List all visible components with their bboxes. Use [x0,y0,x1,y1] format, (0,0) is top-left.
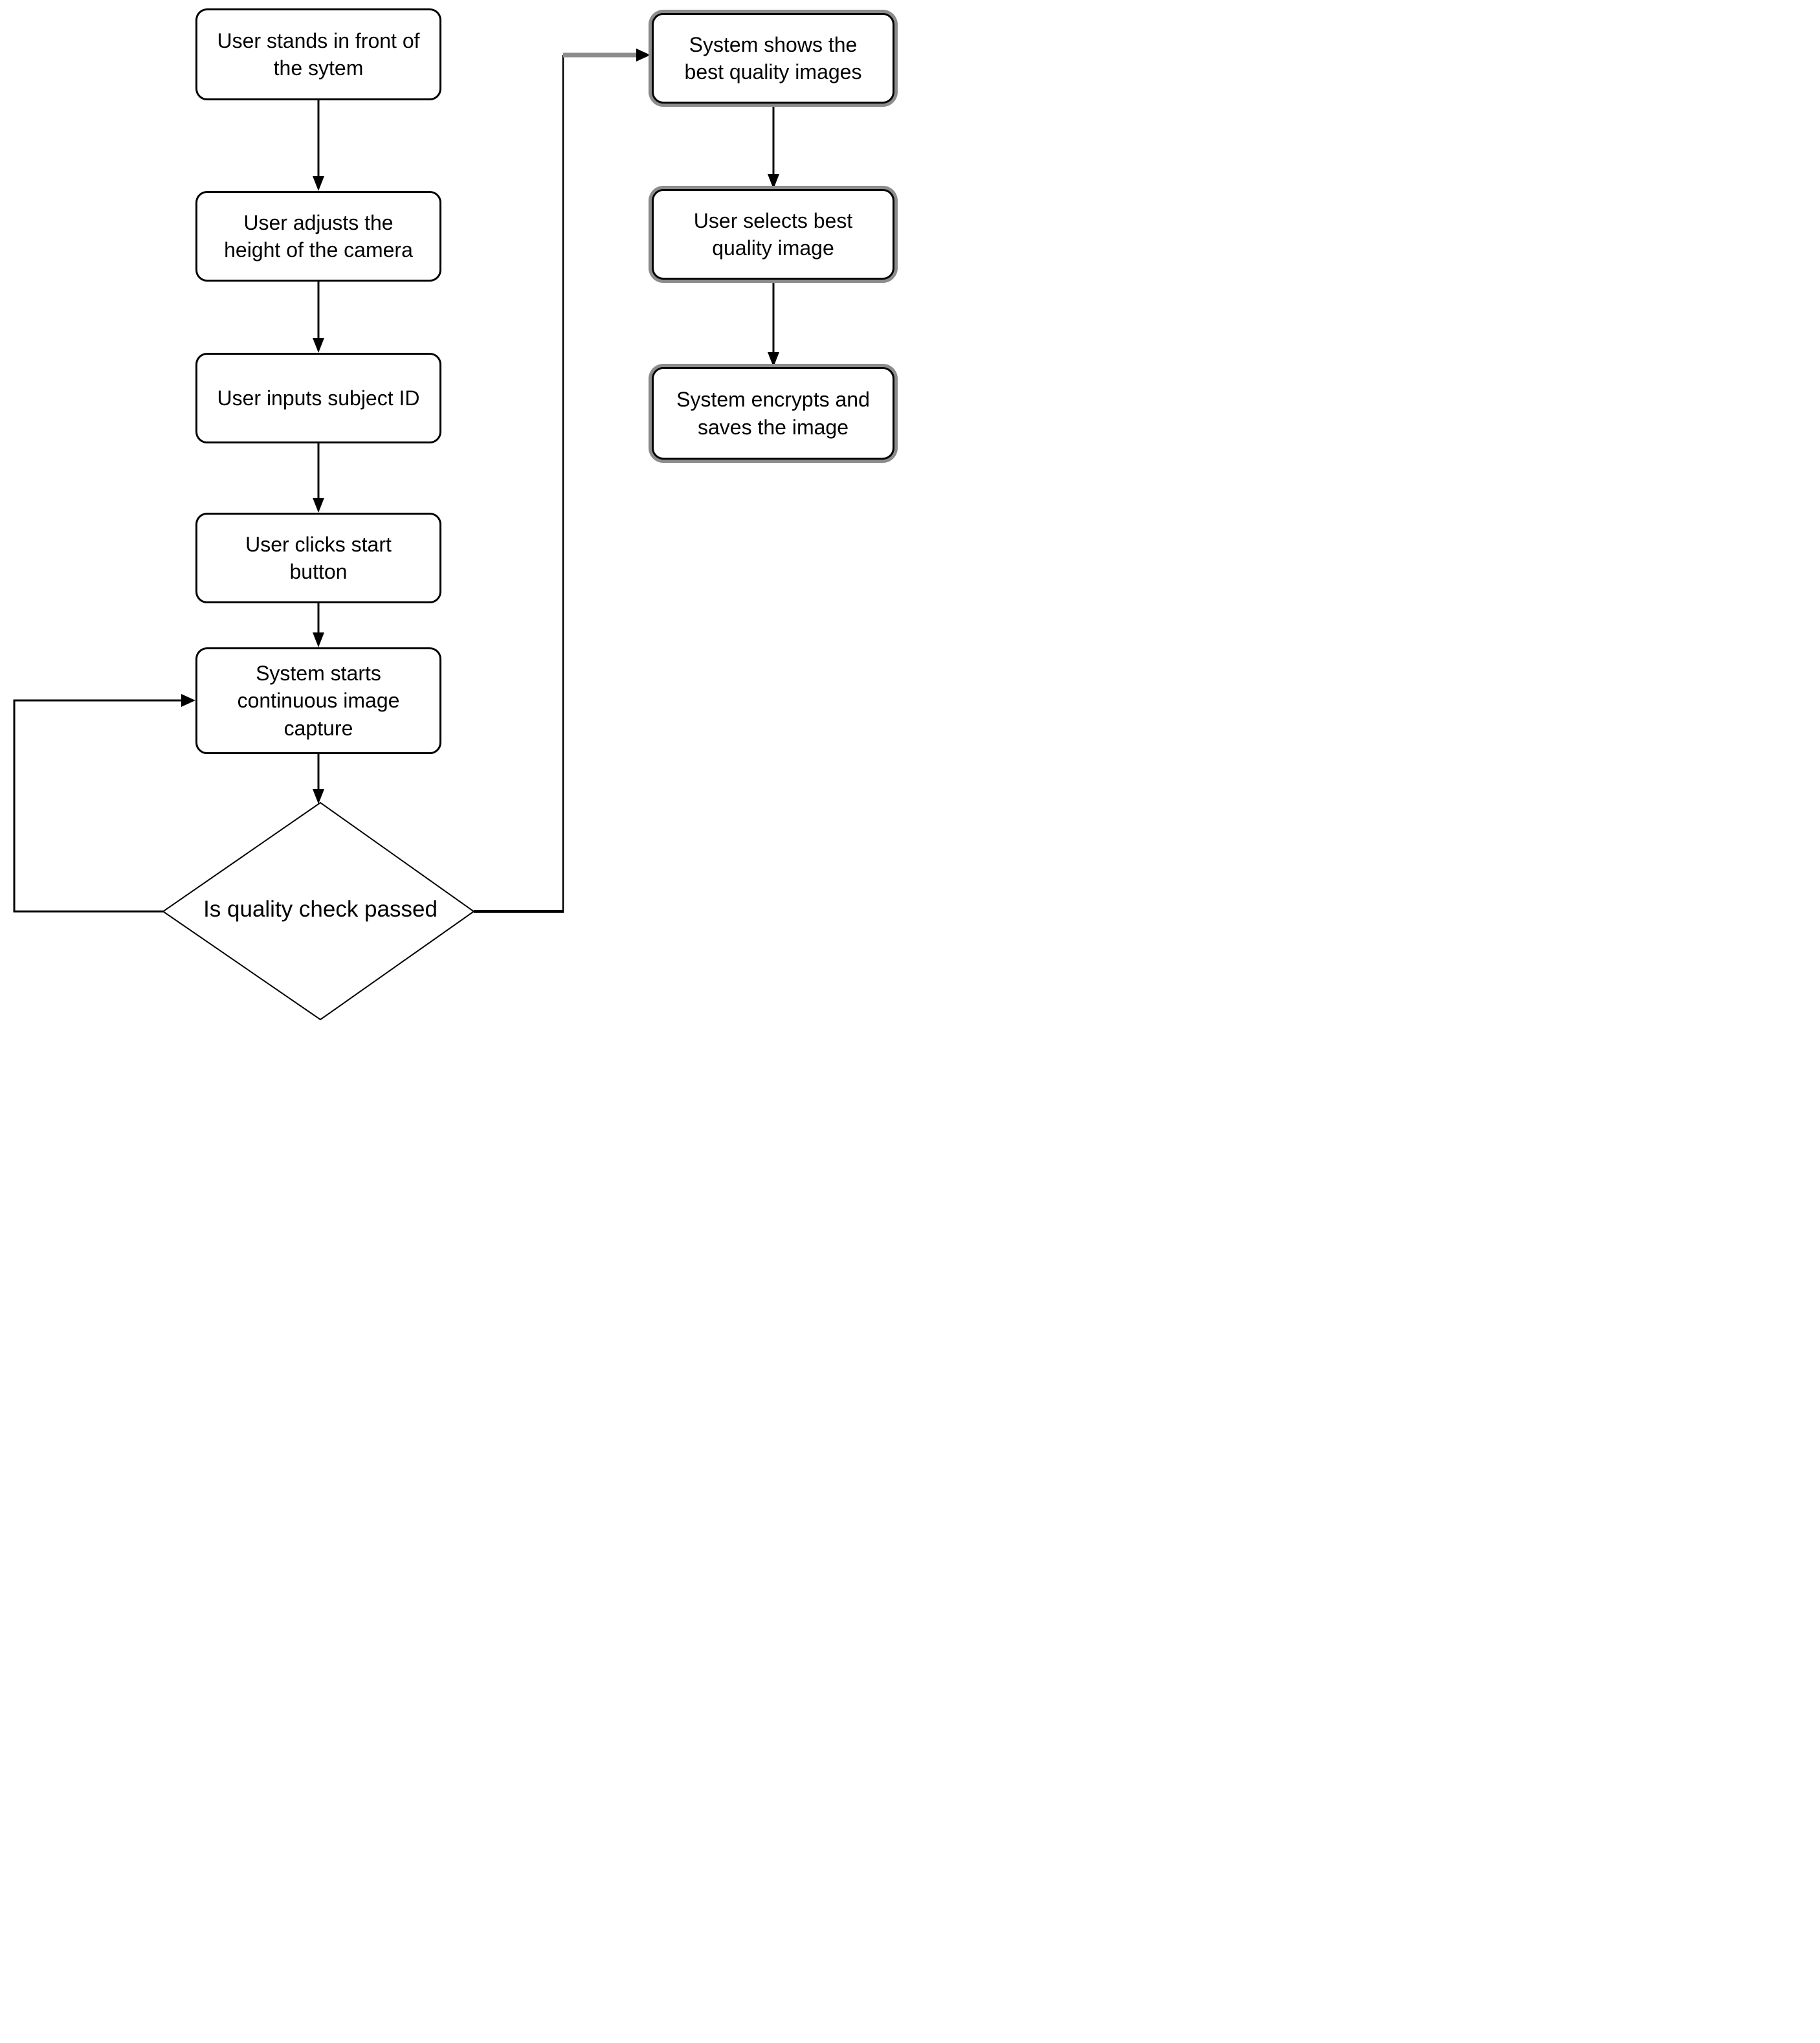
connector-decision-yes [474,49,650,913]
arrowhead-down-icon [313,789,324,804]
node-user-adjusts-camera: User adjusts the height of the camera [195,191,441,282]
node-user-stands: User stands in front of the sytem [195,8,441,100]
connector-show-to-select [768,104,779,189]
connector-input-to-start [313,443,324,513]
connector-select-to-encrypt [768,280,779,367]
node-user-inputs-id: User inputs subject ID [195,353,441,443]
node-continuous-capture: System starts continuous image capture [195,647,441,754]
connector-decision-loop [13,694,195,913]
node-encrypt-save: System encrypts and saves the image [652,367,894,460]
arrowhead-down-icon [313,176,324,191]
decision-quality-check-label: Is quality check passed [203,897,438,922]
connector-adjust-to-input [313,282,324,353]
flowchart-connectors [13,49,779,1021]
node-show-best-images: System shows the best quality images [652,13,894,104]
arrowhead-right-icon [181,694,195,707]
arrowhead-down-icon [313,632,324,647]
arrowhead-down-icon [313,498,324,513]
connector-capture-to-decision [313,754,324,804]
node-select-best-image: User selects best quality image [652,189,894,280]
node-user-clicks-start: User clicks start button [195,513,441,603]
arrowhead-down-icon [768,174,779,189]
arrowhead-right-icon [636,49,650,61]
connector-start-to-capture [313,603,324,647]
arrowhead-down-icon [313,338,324,353]
decision-diamond-shape [162,801,475,1021]
connector-stand-to-adjust [313,100,324,191]
arrowhead-down-icon [768,352,779,367]
flowchart-canvas: User stands in front of the sytem User a… [0,0,910,1022]
